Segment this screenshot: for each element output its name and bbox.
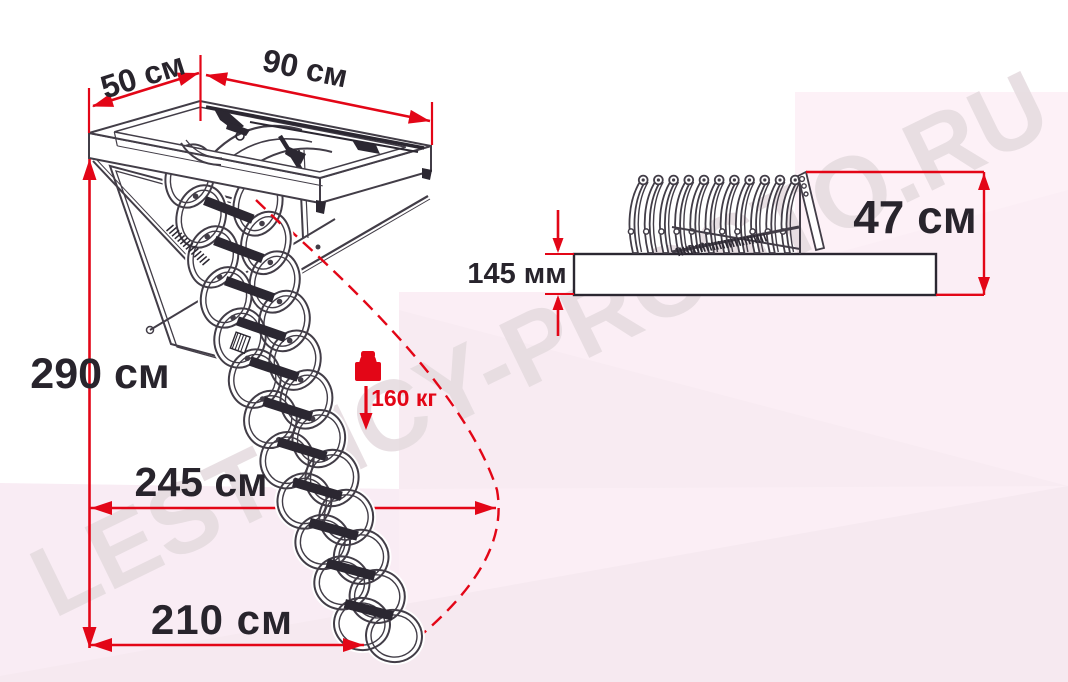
svg-text:245 см: 245 см: [135, 459, 268, 505]
svg-text:290 см: 290 см: [30, 350, 169, 398]
svg-text:160 кг: 160 кг: [371, 385, 437, 411]
svg-text:47 см: 47 см: [853, 191, 977, 243]
svg-text:145 мм: 145 мм: [467, 258, 566, 290]
svg-text:210 см: 210 см: [151, 596, 293, 643]
